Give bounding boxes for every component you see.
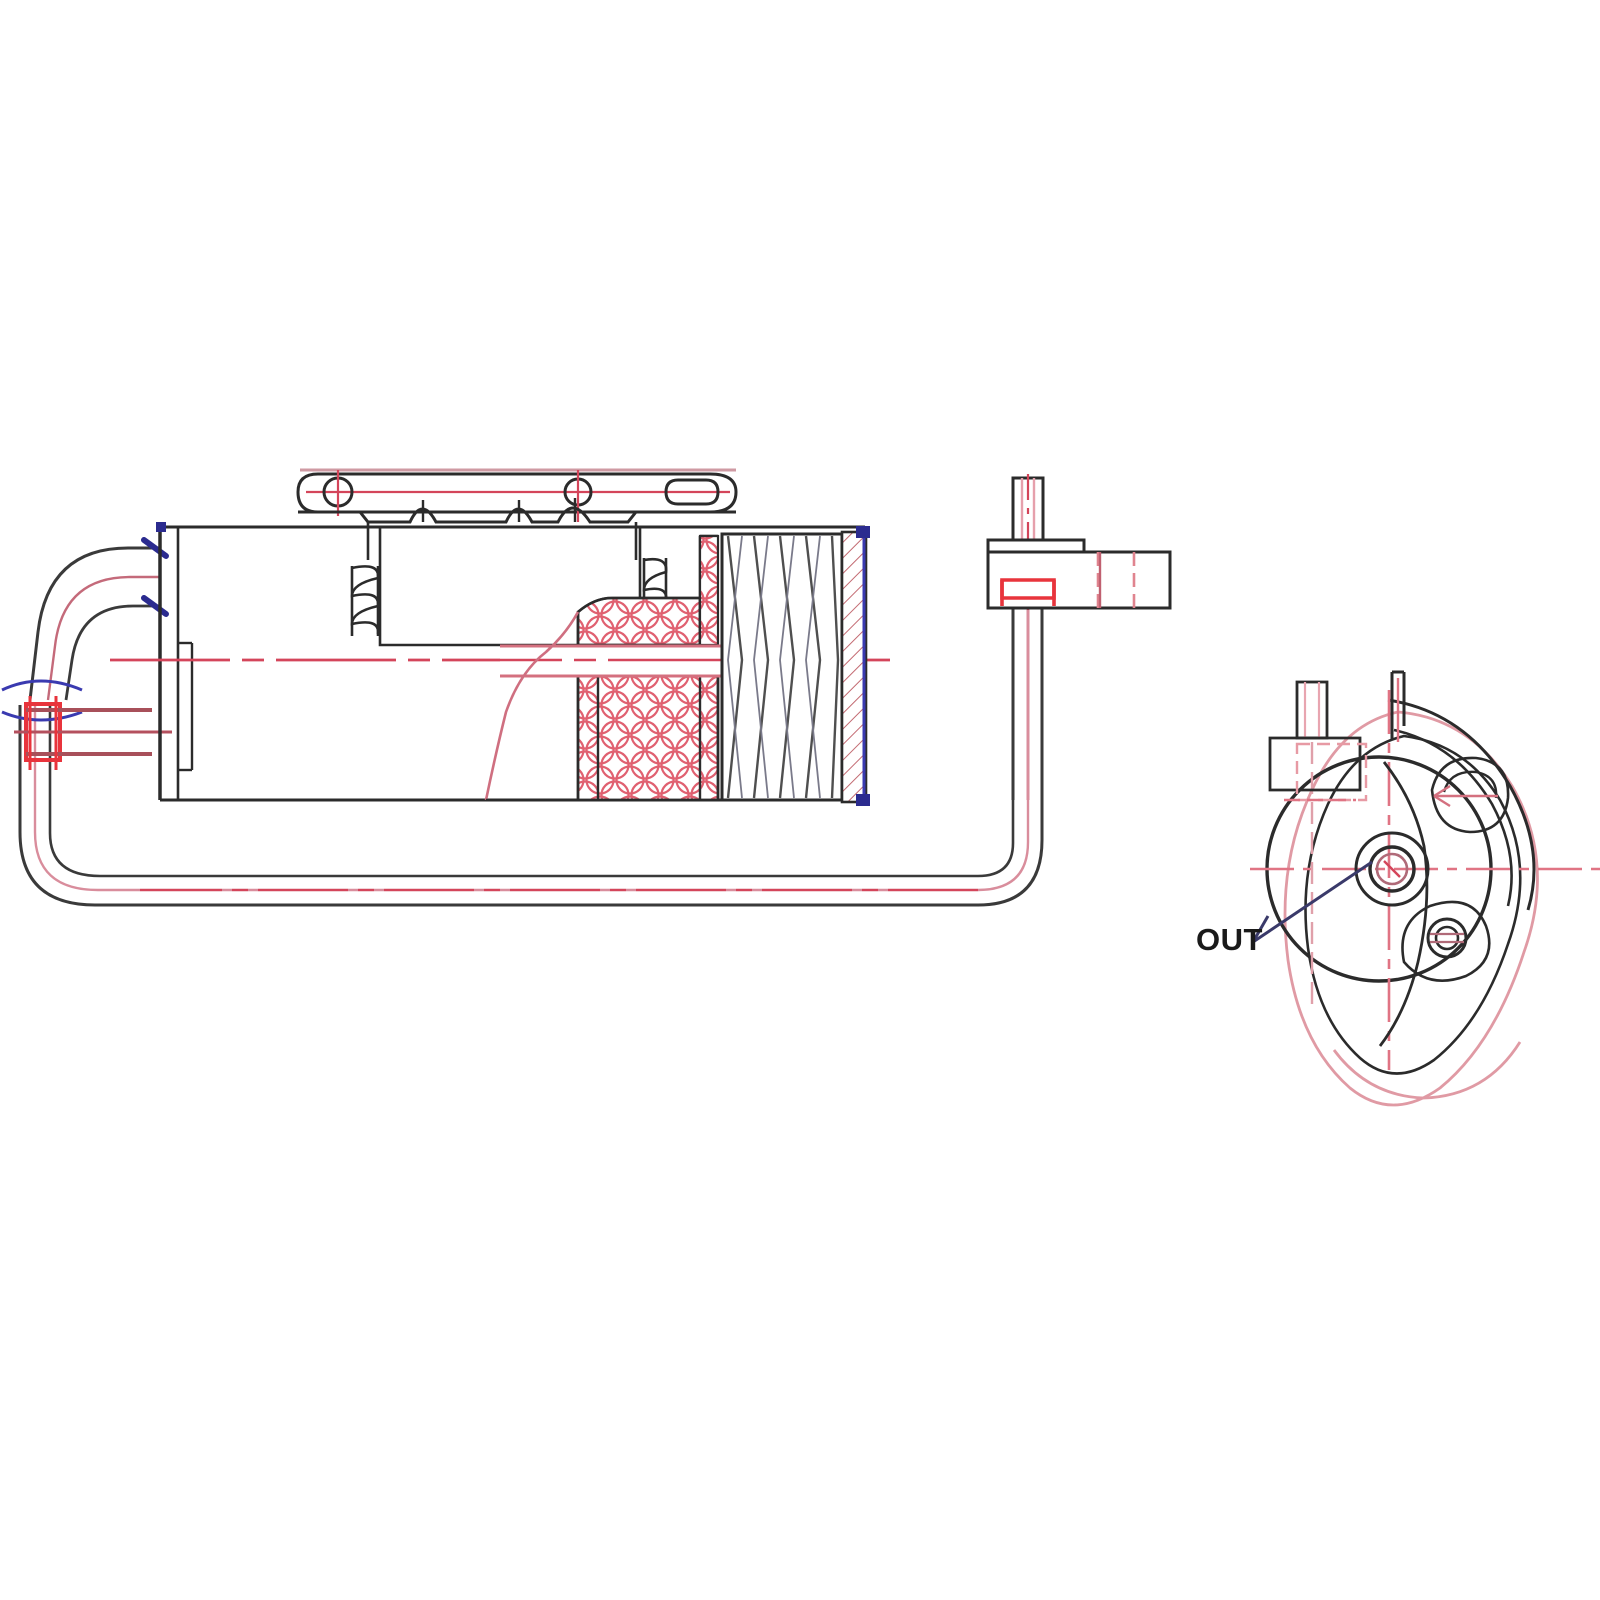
inlet-port-left [14,696,172,770]
tube-riser-right [1011,608,1044,800]
fitting-bore-hidden [1096,552,1136,608]
port-stub-top-right [1390,670,1406,742]
tube-lower-loop [18,705,1044,907]
desiccant-bag-upper [576,534,720,647]
out-label: OUT [1196,922,1263,957]
end-cap-right [156,522,870,806]
port-stud-top-left [1268,680,1368,802]
longitudinal-section-view [1,468,1044,907]
filter-element [720,532,844,802]
center-boss [1354,831,1430,907]
block-fitting-detail [986,474,1172,614]
mounting-strap [296,468,738,560]
upper-right-pocket [1430,756,1510,834]
end-elevation-view [1250,670,1600,1107]
tube-upper-return [1,537,169,722]
coil-spring-left [350,565,380,636]
desiccant-bag-lower [576,674,720,802]
fitting-seat [1000,578,1056,606]
fitting-flange [986,538,1086,554]
internal-baffle [484,611,580,801]
secondary-boss [1401,900,1491,982]
coil-spring-right [642,557,668,602]
fitting-stud [1011,474,1045,614]
internal-separator [1378,761,1429,1047]
out-leader-line [1251,860,1373,944]
